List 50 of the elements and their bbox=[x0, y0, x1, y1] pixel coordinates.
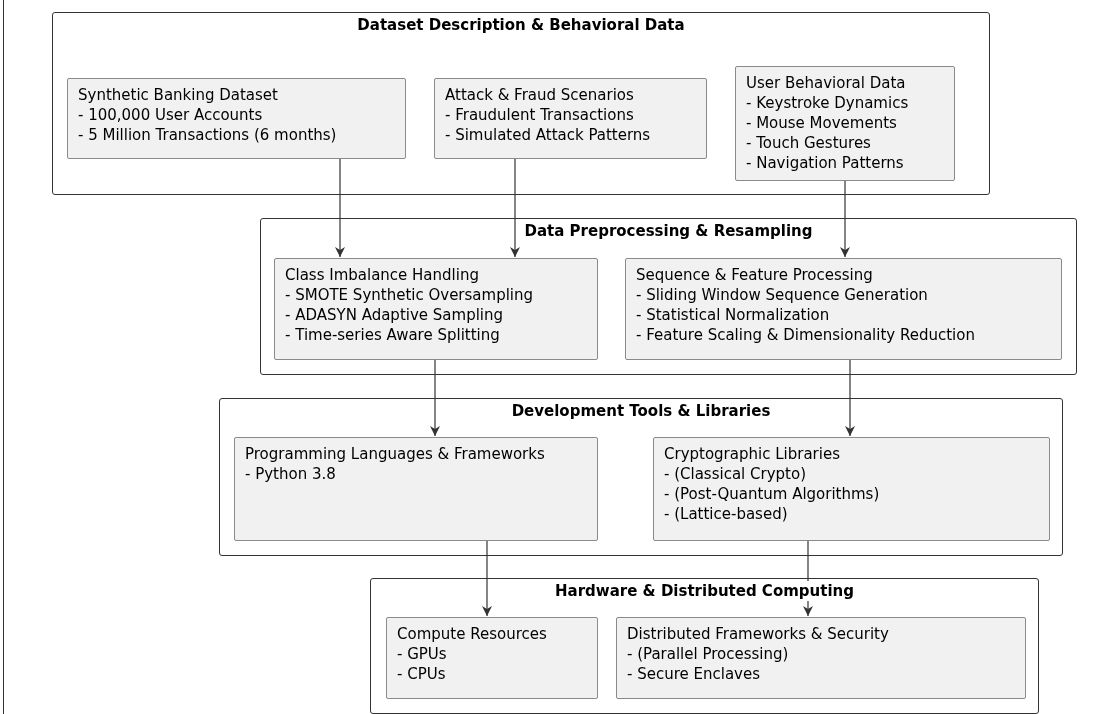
group-frame bbox=[52, 12, 990, 195]
arrow bbox=[430, 358, 440, 437]
list-item: - ADASYN Adaptive Sampling bbox=[285, 305, 505, 325]
list-item: - Mouse Movements bbox=[746, 113, 898, 133]
box-heading: Programming Languages & Frameworks bbox=[245, 444, 546, 464]
content-box bbox=[434, 78, 707, 159]
list-item: - Keystroke Dynamics bbox=[746, 93, 910, 113]
list-item: - 5 Million Transactions (6 months) bbox=[78, 125, 338, 145]
list-item: - 100,000 User Accounts bbox=[78, 105, 264, 125]
content-box bbox=[735, 66, 955, 181]
list-item: - (Lattice-based) bbox=[664, 504, 789, 524]
group-frame bbox=[219, 398, 1063, 556]
box-heading: Distributed Frameworks & Security bbox=[627, 624, 890, 644]
list-item: - Sliding Window Sequence Generation bbox=[636, 285, 929, 305]
list-item: - (Classical Crypto) bbox=[664, 464, 807, 484]
group-frame bbox=[260, 218, 1077, 375]
content-box bbox=[386, 617, 598, 699]
content-box bbox=[274, 258, 598, 360]
content-box bbox=[653, 437, 1050, 541]
box-heading: Class Imbalance Handling bbox=[285, 265, 480, 285]
box-heading: Sequence & Feature Processing bbox=[636, 265, 874, 285]
arrow bbox=[840, 179, 850, 258]
arrow bbox=[510, 157, 520, 258]
list-item: - SMOTE Synthetic Oversampling bbox=[285, 285, 535, 305]
content-box bbox=[67, 78, 406, 159]
list-item: - Feature Scaling & Dimensionality Reduction bbox=[636, 325, 976, 345]
list-item: - Simulated Attack Patterns bbox=[445, 125, 652, 145]
arrow bbox=[482, 539, 492, 617]
list-item: - Fraudulent Transactions bbox=[445, 105, 635, 125]
list-item: - Statistical Normalization bbox=[636, 305, 831, 325]
list-item: - Touch Gestures bbox=[746, 133, 872, 153]
content-box bbox=[234, 437, 598, 541]
box-heading: Compute Resources bbox=[397, 624, 548, 644]
content-box bbox=[625, 258, 1062, 360]
list-item: - CPUs bbox=[397, 664, 447, 684]
box-heading: Synthetic Banking Dataset bbox=[78, 85, 279, 105]
list-item: - (Post-Quantum Algorithms) bbox=[664, 484, 881, 504]
list-item: - GPUs bbox=[397, 644, 448, 664]
box-heading: Cryptographic Libraries bbox=[664, 444, 841, 464]
list-item: - (Parallel Processing) bbox=[627, 644, 790, 664]
box-heading: Attack & Fraud Scenarios bbox=[445, 85, 635, 105]
group-frame bbox=[370, 578, 1039, 714]
arrow bbox=[335, 157, 345, 258]
arrow bbox=[845, 358, 855, 437]
list-item: - Python 3.8 bbox=[245, 464, 337, 484]
list-item: - Navigation Patterns bbox=[746, 153, 905, 173]
list-item: - Time-series Aware Splitting bbox=[285, 325, 501, 345]
list-item: - Secure Enclaves bbox=[627, 664, 762, 684]
box-heading: User Behavioral Data bbox=[746, 73, 907, 93]
content-box bbox=[616, 617, 1026, 699]
